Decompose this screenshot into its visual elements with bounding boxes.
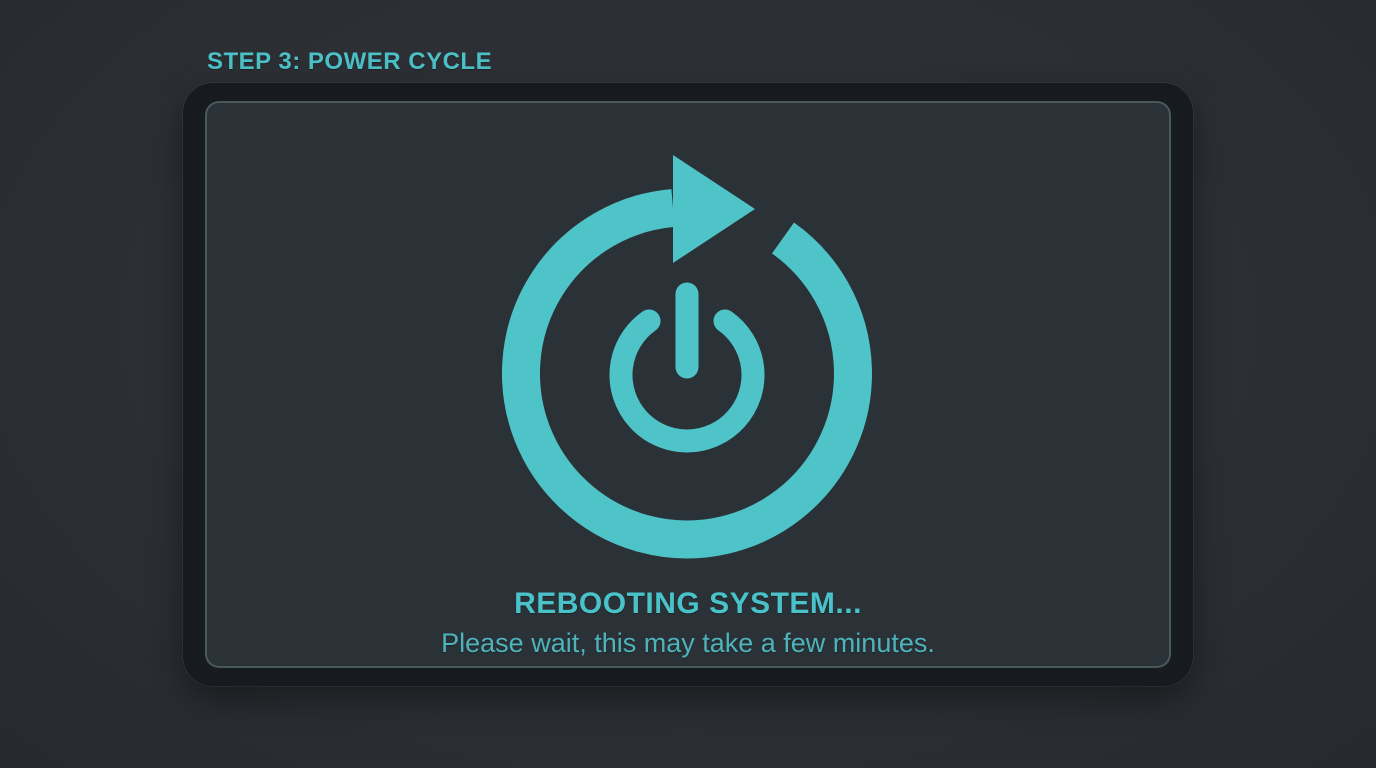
arrow-head-icon: [673, 155, 755, 263]
step-title: STEP 3: POWER CYCLE: [207, 48, 493, 75]
device-screen: REBOOTING SYSTEM... Please wait, this ma…: [205, 101, 1171, 668]
power-symbol-arc: [609, 309, 765, 453]
status-subtitle: Please wait, this may take a few minutes…: [441, 628, 935, 658]
device-frame: REBOOTING SYSTEM... Please wait, this ma…: [183, 83, 1193, 686]
power-cycle-icon: [496, 147, 880, 563]
status-title: REBOOTING SYSTEM...: [514, 587, 862, 620]
reboot-circle-arc: [501, 189, 872, 559]
